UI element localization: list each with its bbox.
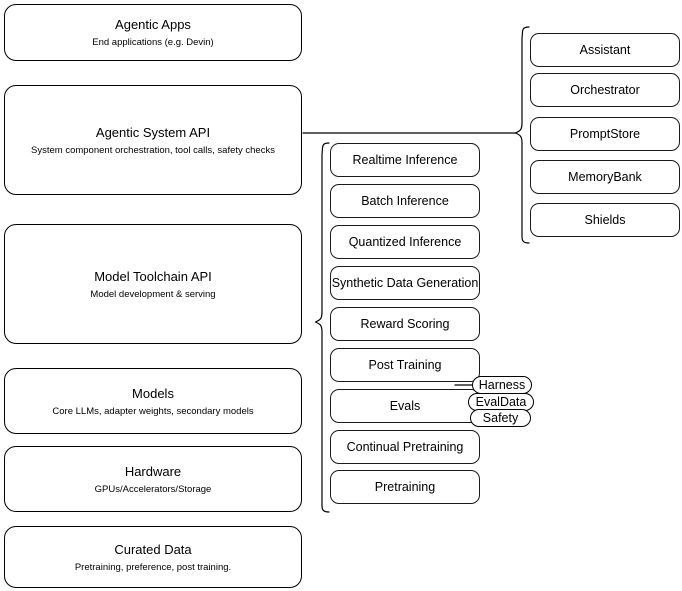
component-label: PromptStore [569,127,641,141]
layer-hardware[interactable]: Hardware GPUs/Accelerators/Storage [4,446,302,512]
component-reward-scoring[interactable]: Reward Scoring [330,307,480,341]
component-synthetic-data-generation[interactable]: Synthetic Data Generation [330,266,480,300]
component-label: Realtime Inference [352,153,458,167]
layer-curated-data[interactable]: Curated Data Pretraining, preference, po… [4,526,302,588]
component-label: Synthetic Data Generation [331,276,479,290]
layer-subtitle: GPUs/Accelerators/Storage [94,483,212,495]
layer-agentic-system-api[interactable]: Agentic System API System component orch… [4,85,302,195]
component-label: Post Training [368,358,442,372]
layer-model-toolchain-api[interactable]: Model Toolchain API Model development & … [4,224,302,344]
layer-subtitle: Model development & serving [90,288,216,300]
component-quantized-inference[interactable]: Quantized Inference [330,225,480,259]
component-promptstore[interactable]: PromptStore [530,117,680,151]
component-label: Continual Pretraining [346,440,464,454]
component-label: Orchestrator [570,83,640,97]
component-memorybank[interactable]: MemoryBank [530,160,680,194]
component-assistant[interactable]: Assistant [530,33,680,67]
evals-subcomponent-safety[interactable]: Safety [470,409,531,427]
layer-title: Agentic Apps [115,17,191,32]
component-label: Quantized Inference [348,235,462,249]
layer-subtitle: System component orchestration, tool cal… [31,144,275,156]
component-pretraining[interactable]: Pretraining [330,470,480,504]
component-label: Reward Scoring [360,317,450,331]
toolchain-components-brace [314,142,330,513]
component-label: Pretraining [374,480,436,494]
component-orchestrator[interactable]: Orchestrator [530,73,680,107]
layer-title: Curated Data [114,541,192,557]
layer-models[interactable]: Models Core LLMs, adapter weights, secon… [4,368,302,434]
component-label: Shields [584,213,626,227]
component-label: Evals [389,399,421,413]
layer-title: Model Toolchain API [94,268,212,284]
layer-title: Models [132,385,174,401]
evals-subcomponent-harness[interactable]: Harness [472,376,532,394]
agentic-components-brace [514,26,530,244]
evals-subcomponent-label: Safety [482,410,519,425]
layer-subtitle: End applications (e.g. Devin) [92,37,214,48]
component-shields[interactable]: Shields [530,203,680,237]
component-post-training[interactable]: Post Training [330,348,480,382]
component-label: Assistant [579,43,631,57]
layer-subtitle: Pretraining, preference, post training. [74,561,232,573]
layer-agentic-apps[interactable]: Agentic Apps End applications (e.g. Devi… [4,4,302,61]
component-continual-pretraining[interactable]: Continual Pretraining [330,430,480,464]
layer-title: Hardware [124,463,182,479]
layer-title: Agentic System API [95,124,211,140]
component-realtime-inference[interactable]: Realtime Inference [330,143,480,177]
evals-subcomponent-label: EvalData [475,394,527,409]
component-evals[interactable]: Evals [330,389,480,423]
component-batch-inference[interactable]: Batch Inference [330,184,480,218]
evals-subcomponent-label: Harness [478,377,526,392]
layer-subtitle: Core LLMs, adapter weights, secondary mo… [52,405,254,417]
component-label: Batch Inference [361,194,449,208]
component-label: MemoryBank [568,170,642,184]
